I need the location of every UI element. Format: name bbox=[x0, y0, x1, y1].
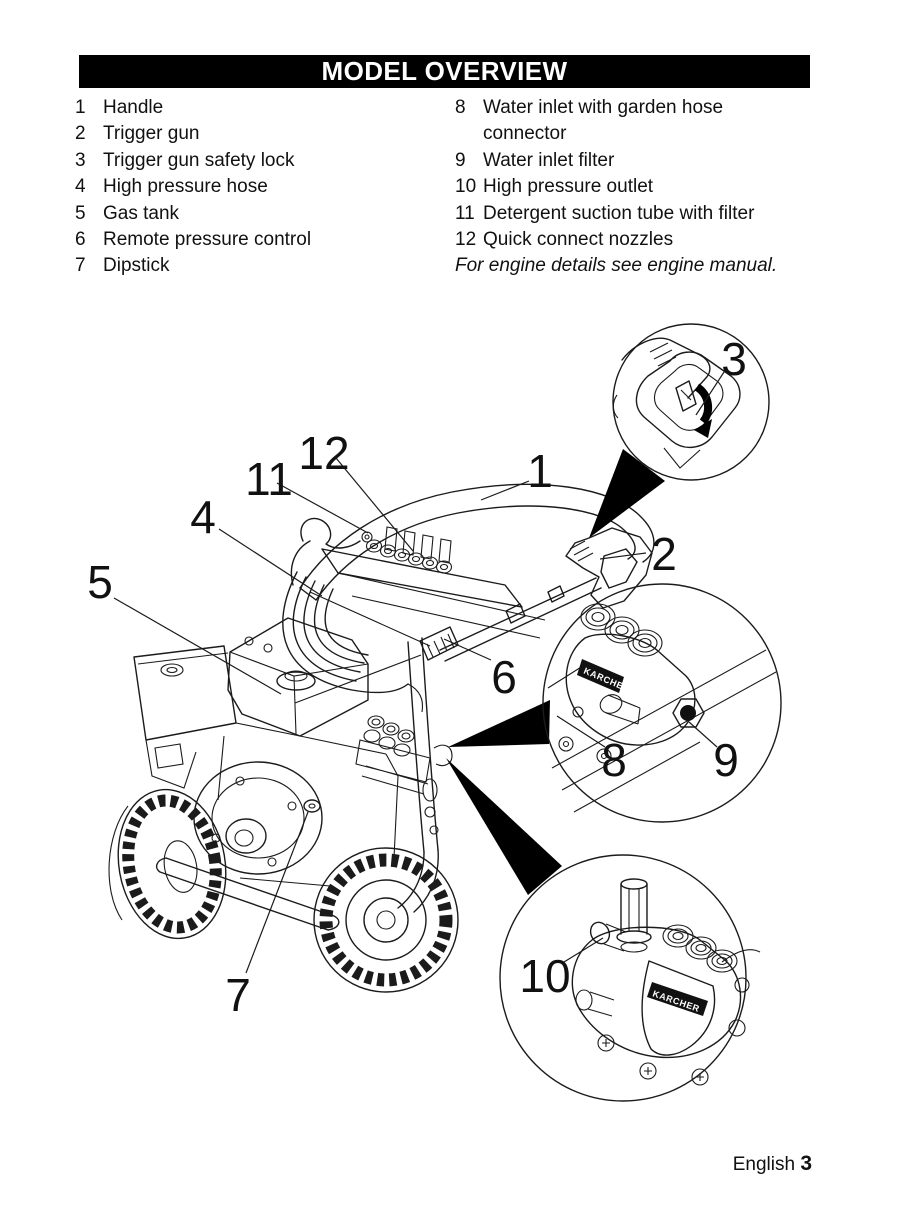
callout-10: 10 bbox=[519, 950, 570, 1002]
page-title: MODEL OVERVIEW bbox=[321, 56, 568, 86]
callout-1: 1 bbox=[527, 445, 553, 497]
dipstick bbox=[303, 799, 321, 813]
item-label: Gas tank bbox=[103, 202, 180, 224]
list-item: 11 Detergent suction tube with filter bbox=[455, 201, 807, 227]
inset-safety-lock bbox=[612, 323, 770, 481]
list-item: 10 High pressure outlet bbox=[455, 174, 807, 200]
item-label: Dipstick bbox=[103, 255, 170, 277]
front-wheel bbox=[313, 847, 459, 993]
item-number: 4 bbox=[75, 176, 86, 198]
item-label: High pressure outlet bbox=[483, 176, 654, 198]
callout-6: 6 bbox=[491, 651, 517, 703]
item-number: 8 bbox=[455, 97, 466, 118]
nozzle-row bbox=[365, 539, 453, 574]
item-number: 7 bbox=[75, 255, 86, 277]
list-item: 9 Water inlet filter bbox=[455, 148, 807, 174]
parts-list-left: 1 Handle 2 Trigger gun 3 Trigger gun saf… bbox=[75, 95, 451, 280]
item-number: 2 bbox=[75, 123, 86, 145]
outlet-fitting bbox=[589, 921, 627, 952]
item-number: 9 bbox=[455, 149, 466, 171]
section-header-bar: MODEL OVERVIEW bbox=[79, 55, 810, 88]
item-label: Remote pressure control bbox=[103, 229, 312, 251]
callout-7: 7 bbox=[225, 969, 251, 1021]
pointer-wedge-safety-lock bbox=[589, 449, 665, 538]
item-label: Trigger gun bbox=[103, 123, 200, 145]
list-item: 8 Water inlet with garden hose connector bbox=[455, 95, 807, 148]
item-label: Trigger gun safety lock bbox=[103, 149, 295, 171]
parts-list-right: 8 Water inlet with garden hose connector… bbox=[455, 95, 807, 280]
item-number: 10 bbox=[455, 176, 477, 198]
footer-page-number: 3 bbox=[800, 1152, 812, 1175]
callout-8: 8 bbox=[601, 734, 627, 786]
garden-hose-connector bbox=[599, 694, 641, 725]
water-inlet-filter-fitting bbox=[672, 698, 705, 728]
engine-note: For engine details see engine manual. bbox=[455, 255, 778, 277]
page-footer: English 3 bbox=[733, 1152, 812, 1176]
callout-5: 5 bbox=[87, 556, 113, 608]
callout-2: 2 bbox=[651, 528, 677, 580]
list-item: 5 Gas tank bbox=[75, 201, 451, 227]
callout-9: 9 bbox=[713, 734, 739, 786]
item-label: Handle bbox=[103, 97, 164, 118]
list-item: 1 Handle bbox=[75, 95, 451, 121]
item-number: 5 bbox=[75, 202, 86, 224]
callout-4: 4 bbox=[190, 491, 216, 543]
callout-12: 12 bbox=[298, 427, 349, 479]
inset-water-inlet: KARCHER bbox=[542, 583, 782, 823]
item-number: 12 bbox=[455, 229, 477, 251]
item-label: Detergent suction tube with filter bbox=[483, 202, 755, 224]
list-item: 7 Dipstick bbox=[75, 253, 451, 279]
brand-plate bbox=[577, 659, 624, 693]
item-label: High pressure hose bbox=[103, 176, 268, 198]
item-number: 11 bbox=[455, 202, 475, 224]
item-label: Quick connect nozzles bbox=[483, 229, 674, 251]
item-label: Water inlet with garden hose connector bbox=[483, 97, 724, 145]
list-item: 6 Remote pressure control bbox=[75, 227, 451, 253]
rear-wheel bbox=[117, 788, 227, 940]
pump-cluster bbox=[355, 715, 438, 802]
brand-plate bbox=[647, 982, 708, 1016]
callout-3: 3 bbox=[721, 333, 747, 385]
item-label: Water inlet filter bbox=[483, 149, 615, 171]
list-item: 3 Trigger gun safety lock bbox=[75, 148, 451, 174]
pointer-wedge-outlet bbox=[446, 758, 562, 895]
leader-lines bbox=[113, 368, 727, 974]
item-number: 1 bbox=[75, 97, 86, 118]
list-item: 12 Quick connect nozzles bbox=[455, 227, 807, 253]
footer-language: English bbox=[732, 1154, 796, 1175]
list-item: 2 Trigger gun bbox=[75, 121, 451, 147]
item-number: 3 bbox=[75, 149, 86, 171]
pointer-wedge-inlet bbox=[448, 700, 550, 747]
item-number: 6 bbox=[75, 229, 86, 251]
callout-11: 11 bbox=[245, 453, 293, 505]
pressure-washer-drawing bbox=[108, 483, 655, 993]
list-item: 4 High pressure hose bbox=[75, 174, 451, 200]
